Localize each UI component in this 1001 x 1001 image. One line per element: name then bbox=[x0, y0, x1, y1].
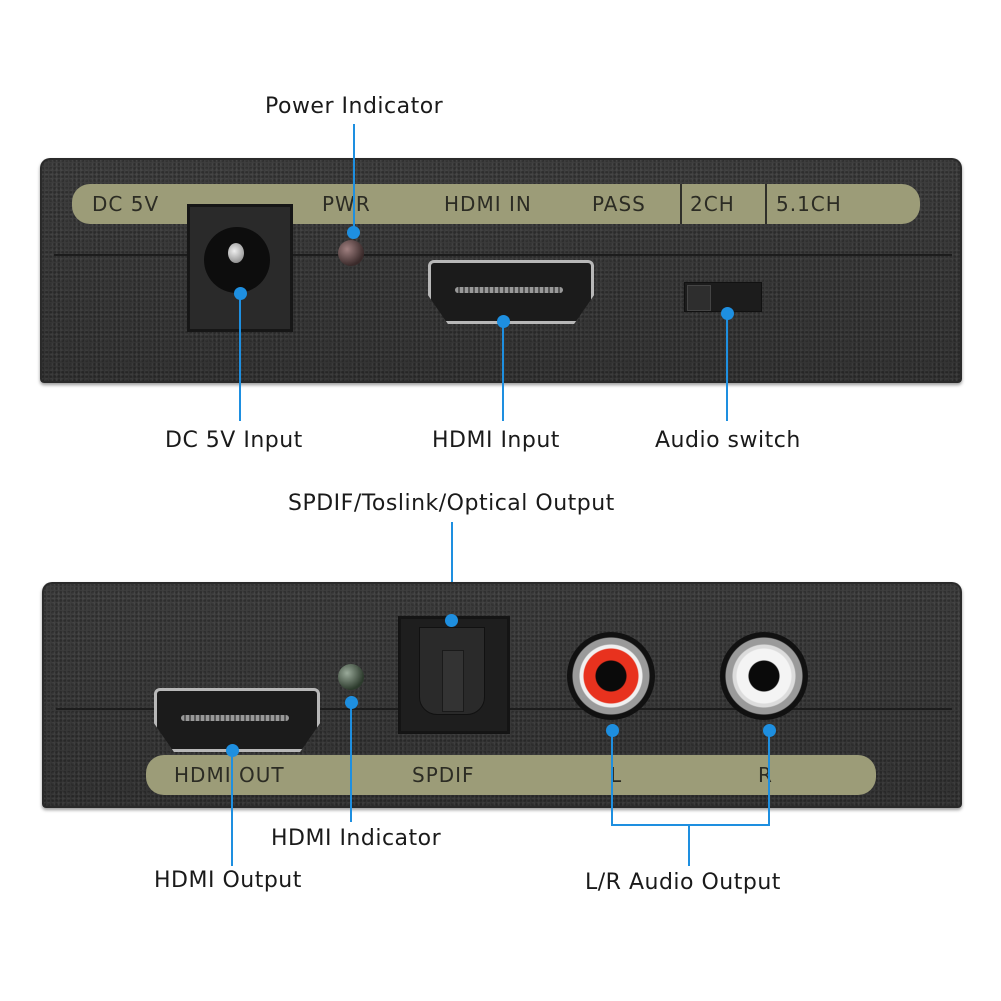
band-label-2ch: 2CH bbox=[690, 192, 735, 216]
hdmi-led bbox=[338, 664, 364, 690]
rca-right-jack[interactable] bbox=[720, 632, 808, 720]
band-divider bbox=[680, 184, 682, 224]
lr-audio-output-label: L/R Audio Output bbox=[585, 870, 781, 895]
callout-line bbox=[231, 750, 233, 866]
callout-dot bbox=[445, 614, 458, 627]
hdmi-input-label: HDMI Input bbox=[432, 428, 560, 453]
rca-left-jack[interactable] bbox=[567, 632, 655, 720]
band-divider bbox=[765, 184, 767, 224]
hdmi-output-label: HDMI Output bbox=[154, 868, 302, 893]
hdmi-input-port[interactable] bbox=[428, 260, 594, 324]
callout-line bbox=[350, 702, 352, 822]
power-led bbox=[338, 240, 364, 266]
dc-jack-socket bbox=[204, 227, 270, 293]
power-indicator-label: Power Indicator bbox=[265, 94, 444, 119]
optical-output-port[interactable] bbox=[398, 616, 510, 734]
audio-switch-label: Audio switch bbox=[655, 428, 801, 453]
callout-line bbox=[239, 293, 241, 421]
callout-line bbox=[611, 730, 613, 826]
band-label-dc5v: DC 5V bbox=[92, 192, 160, 216]
bottom-label-band: HDMI OUT SPDIF L R bbox=[146, 755, 876, 795]
panel-seam bbox=[54, 254, 952, 256]
band-label-hdmi-out: HDMI OUT bbox=[174, 763, 285, 787]
callout-line bbox=[451, 522, 453, 618]
hdmi-output-contacts bbox=[181, 715, 289, 721]
callout-line bbox=[611, 824, 770, 826]
optical-port-shutter bbox=[419, 627, 485, 715]
dc-jack-pin bbox=[228, 243, 244, 263]
dc-input-label: DC 5V Input bbox=[165, 428, 303, 453]
callout-line bbox=[726, 313, 728, 421]
audio-switch-knob[interactable] bbox=[687, 285, 711, 311]
callout-line bbox=[353, 124, 355, 236]
band-label-r: R bbox=[758, 763, 773, 787]
spdif-output-label: SPDIF/Toslink/Optical Output bbox=[288, 491, 615, 516]
optical-port-slot bbox=[442, 650, 464, 712]
callout-line bbox=[502, 321, 504, 421]
callout-line bbox=[688, 824, 690, 866]
band-label-spdif: SPDIF bbox=[412, 763, 475, 787]
band-label-hdmi-in: HDMI IN bbox=[444, 192, 532, 216]
band-label-l: L bbox=[610, 763, 623, 787]
hdmi-indicator-label: HDMI Indicator bbox=[271, 826, 442, 851]
callout-line bbox=[768, 730, 770, 826]
band-label-pwr: PWR bbox=[322, 192, 371, 216]
band-label-pass: PASS bbox=[592, 192, 646, 216]
hdmi-output-port[interactable] bbox=[154, 688, 320, 752]
band-label-5-1ch: 5.1CH bbox=[776, 192, 842, 216]
callout-dot bbox=[347, 226, 360, 239]
hdmi-input-contacts bbox=[455, 287, 563, 293]
